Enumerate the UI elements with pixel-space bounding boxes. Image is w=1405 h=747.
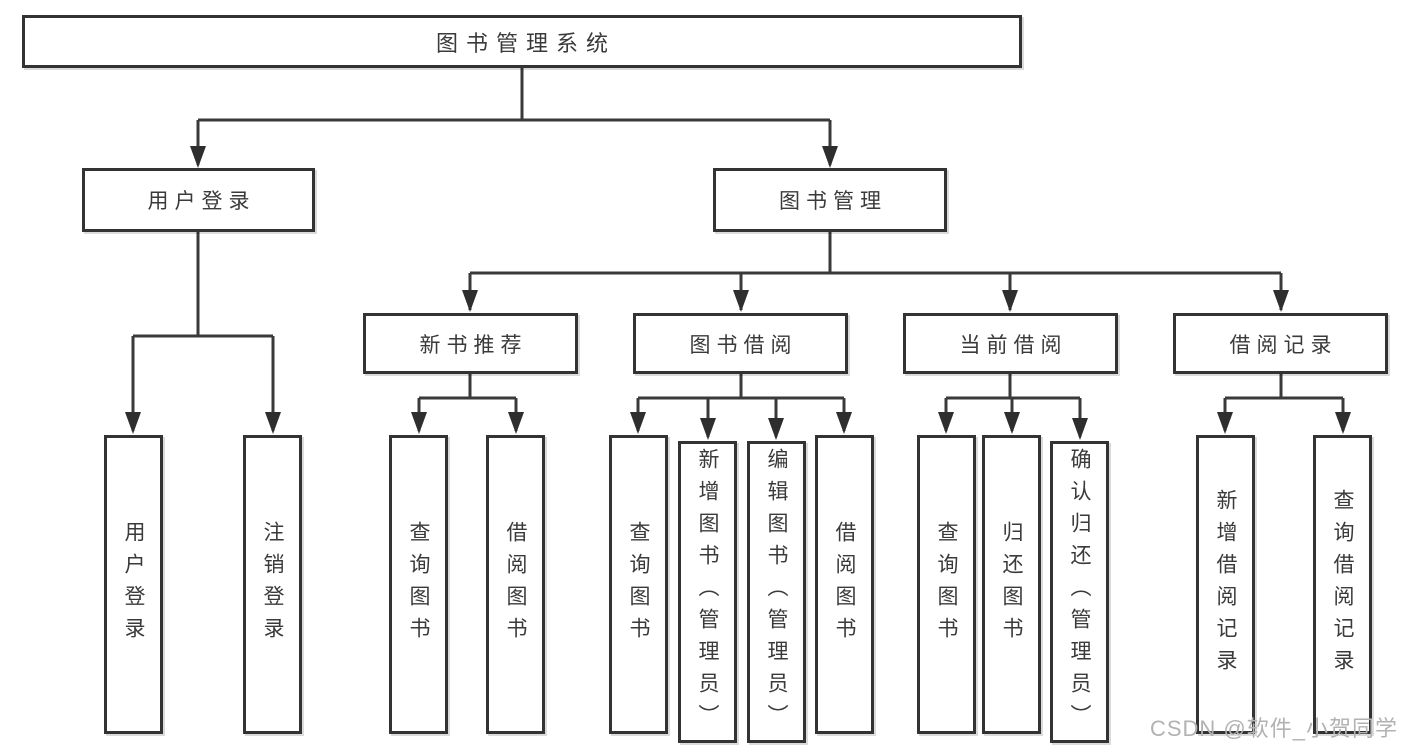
node-label: 用户登录 [122, 520, 145, 649]
leaf-query-books-borrow: 查询图书 [609, 435, 668, 734]
node-current-borrowing: 当前借阅 [903, 313, 1118, 374]
csdn-watermark: CSDN @软件_小贺同学 [1149, 716, 1398, 741]
node-user-login: 用户登录 [82, 168, 315, 232]
leaf-logout: 注销登录 [243, 435, 302, 734]
node-label: 查询图书 [407, 520, 430, 649]
node-label: 查询图书 [627, 520, 650, 649]
node-label: 查询借阅记录 [1331, 488, 1354, 681]
node-label: 用户登录 [147, 190, 256, 213]
leaf-borrow-books-recommend: 借阅图书 [486, 435, 545, 734]
node-label: 图书管理系统 [435, 30, 616, 56]
leaf-add-book-admin: 新增图书（管理员） [678, 441, 737, 743]
node-label: 当前借阅 [959, 333, 1068, 357]
node-label: 新书推荐 [419, 333, 528, 357]
leaf-edit-book-admin: 编辑图书（管理员） [747, 441, 806, 743]
leaf-user-login: 用户登录 [104, 435, 163, 734]
node-label: 新增图书（管理员） [696, 448, 719, 736]
leaf-confirm-return-admin: 确认归还（管理员） [1050, 441, 1109, 743]
node-label: 查询图书 [935, 520, 958, 649]
node-label: 注销登录 [261, 520, 284, 649]
node-label: 借阅图书 [833, 520, 856, 649]
leaf-return-books: 归还图书 [982, 435, 1041, 734]
arrowheads [125, 146, 1351, 440]
leaf-query-books-current: 查询图书 [917, 435, 976, 734]
node-library-management-system: 图书管理系统 [22, 15, 1022, 68]
node-label: 图书管理 [779, 190, 887, 213]
node-book-borrowing: 图书借阅 [633, 313, 848, 374]
node-label: 归还图书 [1000, 520, 1023, 649]
node-label: 借阅图书 [504, 520, 527, 649]
node-book-management: 图书管理 [713, 168, 947, 232]
leaf-query-borrow-record: 查询借阅记录 [1313, 435, 1372, 734]
leaf-add-borrow-record: 新增借阅记录 [1196, 435, 1255, 734]
leaf-borrow-books: 借阅图书 [815, 435, 874, 734]
node-label: 确认归还（管理员） [1068, 448, 1091, 736]
leaf-query-books-recommend: 查询图书 [389, 435, 448, 734]
node-label: 编辑图书（管理员） [765, 448, 788, 736]
node-borrowing-records: 借阅记录 [1173, 313, 1388, 374]
node-label: 图书借阅 [689, 333, 798, 357]
node-new-book-recommendation: 新书推荐 [363, 313, 578, 374]
node-label: 借阅记录 [1229, 333, 1338, 357]
node-label: 新增借阅记录 [1214, 488, 1237, 681]
